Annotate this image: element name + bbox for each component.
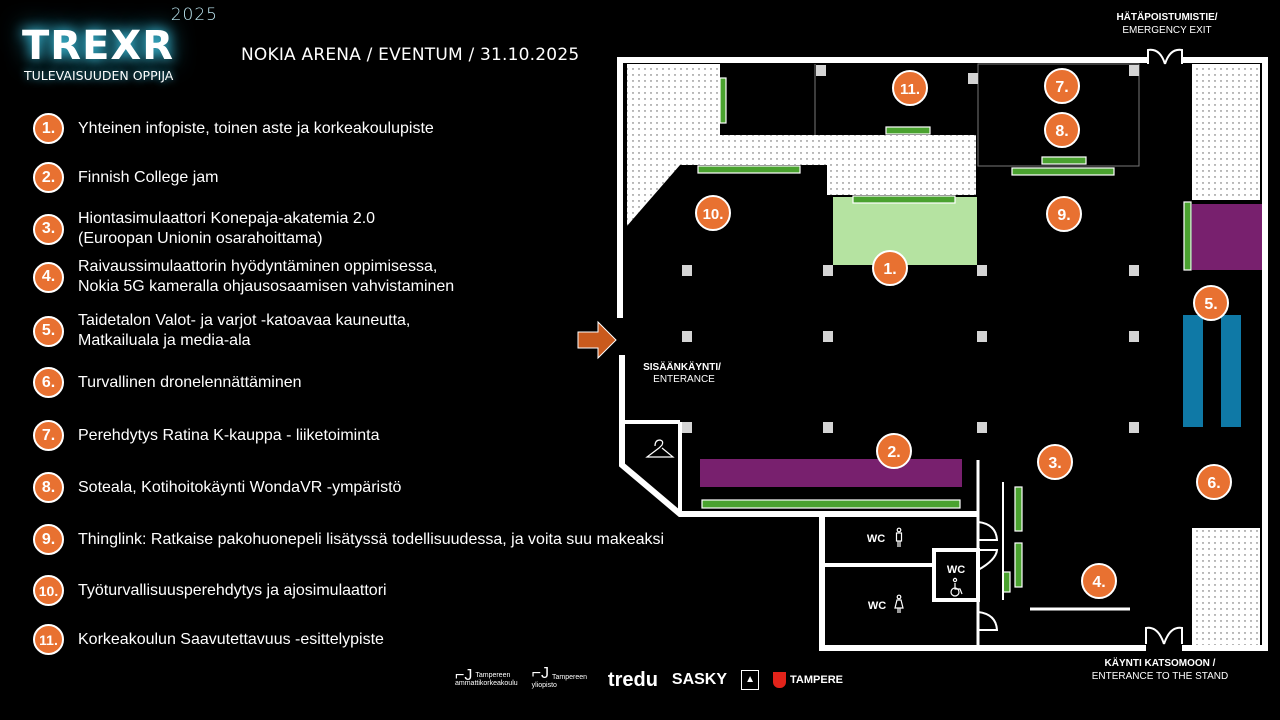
man-icon xyxy=(895,527,903,547)
entrance-label: SISÄÄNKÄYNTI/ xyxy=(643,360,721,373)
wc-accessible-label: WC xyxy=(947,564,965,576)
legend-item: 2. Finnish College jam xyxy=(33,162,219,193)
marker-7: 7. xyxy=(1044,68,1080,104)
restricted-area xyxy=(1192,64,1260,200)
legend-label: Turvallinen dronelennättäminen xyxy=(78,373,302,391)
marker-8: 8. xyxy=(1044,112,1080,148)
svg-text:6.: 6. xyxy=(1207,475,1220,492)
entrance-label-en: ENTERANCE xyxy=(653,374,715,385)
logo-subtitle: TULEVAISUUDEN OPPIJA xyxy=(24,68,174,83)
restricted-area xyxy=(627,64,976,226)
stand-entrance-label-en: ENTERANCE TO THE STAND xyxy=(1092,671,1229,682)
legend-label: Korkeakoulun Saavutettavuus -esittelypis… xyxy=(78,630,384,648)
legend-number: 7. xyxy=(33,420,64,451)
logo-year: 2025 xyxy=(170,5,218,25)
info-area xyxy=(833,197,977,265)
legend-number: 8. xyxy=(33,472,64,503)
stand-5-purple xyxy=(1192,204,1262,270)
legend-number: 10. xyxy=(33,575,64,606)
legend-number: 9. xyxy=(33,524,64,555)
stand-5-blue xyxy=(1183,315,1203,427)
legend-number: 11. xyxy=(33,624,64,655)
legend-number: 2. xyxy=(33,162,64,193)
woman-icon xyxy=(894,594,904,613)
marker-2: 2. xyxy=(876,433,912,469)
marker-9: 9. xyxy=(1046,196,1082,232)
legend-label: Perehdytys Ratina K-kauppa - liiketoimin… xyxy=(78,426,380,444)
legend-label: Nokia 5G kameralla ohjausosaamisen vahvi… xyxy=(78,278,455,295)
entrance-arrow-icon xyxy=(577,320,617,360)
legend-label: Thinglink: Ratkaise pakohuonepeli lisäty… xyxy=(78,530,665,548)
legend-label: (Euroopan Unionin osarahoittama) xyxy=(78,230,323,247)
marker-3: 3. xyxy=(1037,444,1073,480)
ammattiopisto-logo: ▲ xyxy=(741,670,760,690)
legend-number: 5. xyxy=(33,315,64,347)
legend-label: Yhteinen infopiste, toinen aste ja korke… xyxy=(78,119,434,137)
tredu-logo: tredu xyxy=(607,669,658,691)
legend-label: Matkailuala ja media-ala xyxy=(78,332,251,349)
sasky-logo: SASKY xyxy=(671,671,728,688)
tables xyxy=(697,77,1192,593)
stand-5-blue xyxy=(1221,315,1241,427)
legend-item: 11. Korkeakoulun Saavutettavuus -esittely… xyxy=(33,624,384,655)
wc-men-label: WC xyxy=(867,533,885,545)
legend-item: 10. Työturvallisuusperehdytys ja ajosimul… xyxy=(33,575,387,606)
legend-label: Taidetalon Valot- ja varjot -katoavaa ka… xyxy=(78,312,411,329)
marker-4: 4. xyxy=(1081,563,1117,599)
svg-text:1.: 1. xyxy=(883,261,896,278)
coat-hanger-icon xyxy=(645,439,675,458)
legend-label: Raivaussimulaattorin hyödyntäminen oppim… xyxy=(78,258,438,275)
svg-text:10.: 10. xyxy=(703,206,724,223)
legend-label: Työturvallisuusperehdytys ja ajosimulaat… xyxy=(78,581,387,599)
walls xyxy=(617,57,1268,651)
trexr-logo: 2025 TREXR TULEVAISUUDEN OPPIJA xyxy=(22,6,222,84)
marker-1: 1. xyxy=(872,250,908,286)
svg-text:9.: 9. xyxy=(1057,207,1070,224)
markers: 1. 2. 3. 4. 5. 6. 7. 8. 9. 10. 11. xyxy=(695,68,1232,599)
legend-item: 4. Raivaussimulaattorin hyödyntäminen opp… xyxy=(33,257,454,297)
legend-item: 1. Yhteinen infopiste, toinen aste ja kor… xyxy=(33,113,434,144)
columns xyxy=(682,65,1139,433)
svg-text:5.: 5. xyxy=(1204,296,1217,313)
marker-5: 5. xyxy=(1193,285,1229,321)
legend-item: 9. Thinglink: Ratkaise pakohuonepeli lisä… xyxy=(33,524,664,555)
marker-6: 6. xyxy=(1196,464,1232,500)
marker-11: 11. xyxy=(892,70,928,106)
legend-item: 8. Soteala, Kotihoitokäynti WondaVR -ympä… xyxy=(33,472,401,503)
legend-item: 7. Perehdytys Ratina K-kauppa - liiketoim… xyxy=(33,420,379,451)
legend-number: 3. xyxy=(33,213,64,245)
legend-label: Soteala, Kotihoitokäynti WondaVR -ympäri… xyxy=(78,478,402,496)
restricted-area xyxy=(1192,528,1260,645)
svg-text:8.: 8. xyxy=(1055,123,1068,140)
svg-text:11.: 11. xyxy=(900,81,920,98)
legend-item: 6. Turvallinen dronelennättäminen xyxy=(33,367,302,398)
legend-number: 1. xyxy=(33,113,64,144)
svg-text:2.: 2. xyxy=(887,444,900,461)
stand-2-purple xyxy=(700,459,962,487)
legend-number: 6. xyxy=(33,367,64,398)
legend-item: 5. Taidetalon Valot- ja varjot -katoavaa … xyxy=(33,311,410,351)
svg-text:7.: 7. xyxy=(1055,79,1068,96)
door-icon xyxy=(977,48,1183,645)
legend-item: 3. Hiontasimulaattori Konepaja-akatemia 2… xyxy=(33,209,375,249)
legend-number: 4. xyxy=(33,261,64,293)
room-7-8 xyxy=(977,63,1140,167)
stand-entrance-label: KÄYNTI KATSOMOON / xyxy=(1105,656,1216,669)
svg-text:3.: 3. xyxy=(1048,455,1061,472)
svg-text:4.: 4. xyxy=(1092,574,1105,591)
tampere-logo: TAMPERE xyxy=(773,672,843,688)
legend-label: Hiontasimulaattori Konepaja-akatemia 2.0 xyxy=(78,210,376,227)
marker-10: 10. xyxy=(695,195,731,231)
wc-women-label: WC xyxy=(868,600,886,612)
emergency-exit-label: HÄTÄPOISTUMISTIE/ xyxy=(1116,10,1217,23)
event-title: NOKIA ARENA / EVENTUM / 31.10.2025 xyxy=(241,45,580,65)
emergency-exit-label-en: EMERGENCY EXIT xyxy=(1122,25,1211,36)
logo-title: TREXR xyxy=(22,23,175,69)
wheelchair-icon xyxy=(950,577,963,597)
legend-label: Finnish College jam xyxy=(78,168,219,186)
